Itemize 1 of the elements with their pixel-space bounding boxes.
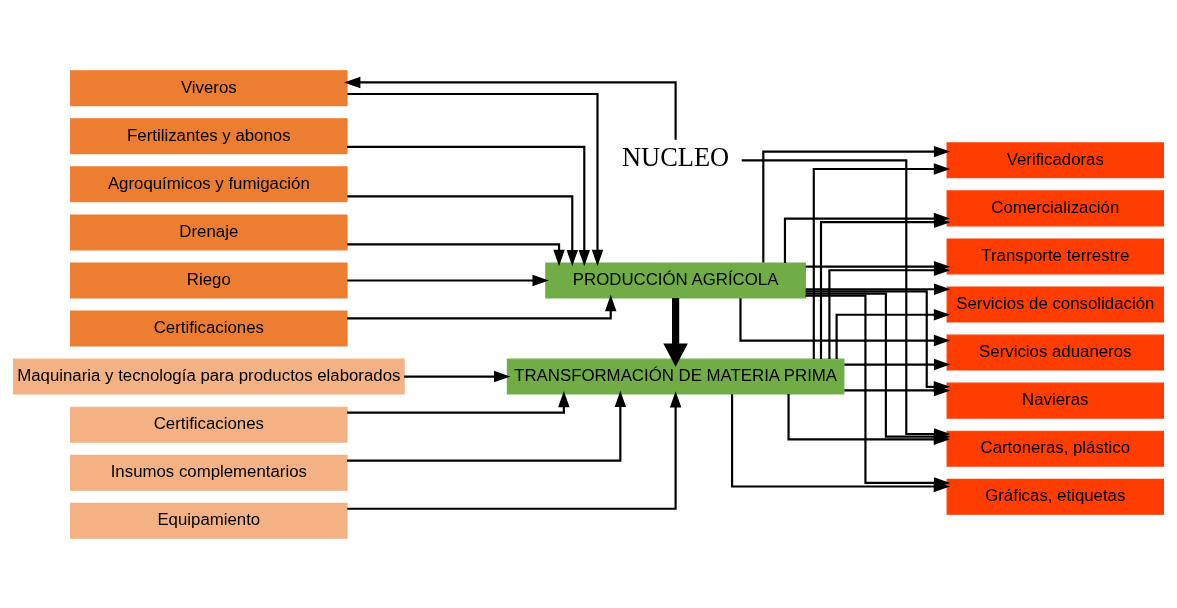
- node-text: NUCLEO: [622, 141, 730, 172]
